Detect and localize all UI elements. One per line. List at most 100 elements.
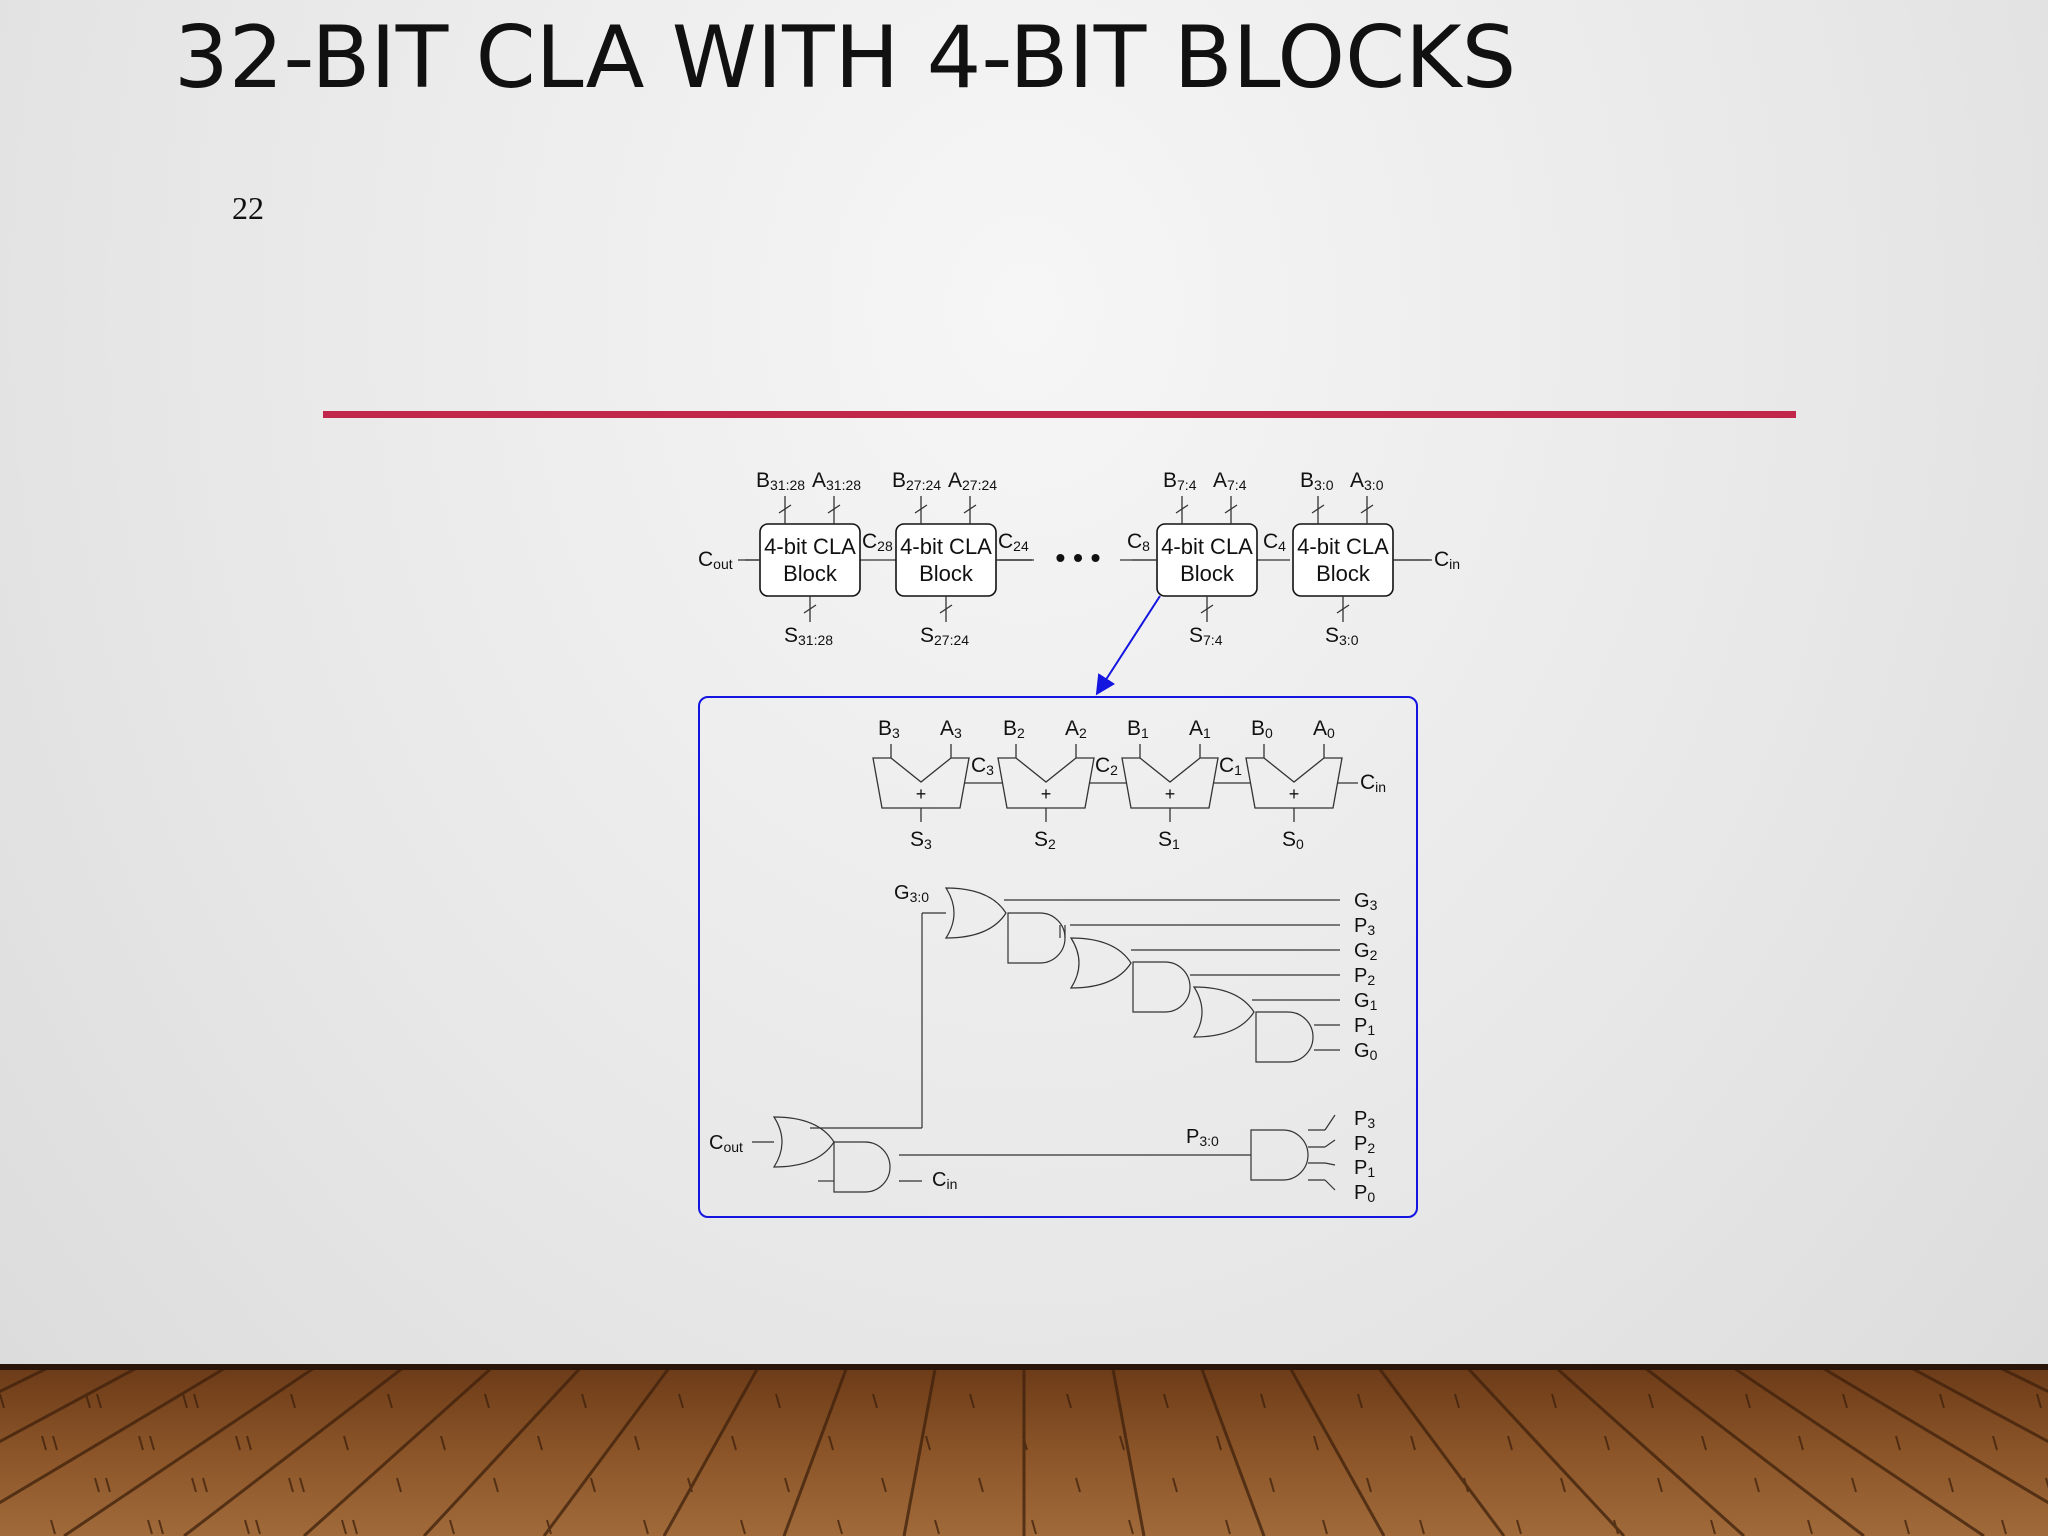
floor-board-joint [1992,1435,1998,1451]
floor-plank-seam [1286,1364,1386,1536]
floor-board-joint [352,1519,358,1535]
svg-text:4-bit CLA: 4-bit CLA [764,534,856,559]
floor-board-joint [2036,1393,2042,1409]
adder-labels: + + + + B3 A3 B2 A2 B1 A1 B0 A0 S3 S2 S1… [878,717,1386,852]
label-a2: A2 [1065,717,1087,741]
floor-board-joint [138,1435,144,1451]
floor-board-joint [934,1519,940,1535]
floor-board-joint [1560,1477,1566,1493]
floor-board-joint [687,1477,693,1493]
floor-board-joint [1357,1393,1363,1409]
floor-board-joint [1410,1435,1416,1451]
floor-board-joint [1604,1435,1610,1451]
floor-board-joint [1798,1435,1804,1451]
wood-floor [0,1364,2048,1536]
floor-plank-seam [902,1364,938,1536]
svg-text:Block: Block [783,561,838,586]
label-a27-24: A27:24 [948,469,997,493]
label-b1: B1 [1127,717,1149,741]
floor-board-joint [740,1519,746,1535]
label-c3: C3 [971,754,994,778]
floor-board-joint [158,1519,164,1535]
floor-board-joint [1613,1519,1619,1535]
label-b7-4: B7:4 [1163,469,1197,493]
floor-plank-seam [422,1364,586,1536]
label-a7-4: A7:4 [1213,469,1247,493]
adder-2 [997,757,1095,809]
floor-board-joint [341,1519,347,1535]
floor-board-joint [1022,1435,1028,1451]
and-gate-p30 [1250,1129,1309,1181]
cla-block-1: 4-bit CLA Block [895,523,997,597]
floor-board-joint [246,1435,252,1451]
floor-board-joint [493,1477,499,1493]
floor-board-joint [731,1435,737,1451]
label-b0: B0 [1251,717,1273,741]
floor-plank-seam [1903,1364,2048,1444]
floor-board-joint [1904,1519,1910,1535]
floor-board-joint [1745,1393,1751,1409]
floor-plank-seam [1727,1364,1985,1536]
label-s31-28: S31:28 [784,624,833,648]
floor-board-joint [1119,1435,1125,1451]
label-s0: S0 [1282,828,1304,852]
floor-board-joint [1031,1519,1037,1535]
label-a3-0: A3:0 [1350,469,1384,493]
floor-plank-seam [662,1364,762,1536]
floor-board-joint [105,1477,111,1493]
floor-board-joint [634,1435,640,1451]
floor-plank-seam [183,1364,409,1536]
floor-board-joint [1842,1393,1848,1409]
floor-board-joint [1710,1519,1716,1535]
floor-board-joint [235,1435,241,1451]
floor-board-joint [52,1435,58,1451]
floor-board-joint [343,1435,349,1451]
floor-board-joint [1313,1435,1319,1451]
floor-board-joint [96,1393,102,1409]
svg-text:4-bit CLA: 4-bit CLA [1161,534,1253,559]
cla-block-2: 4-bit CLA Block [1156,523,1258,597]
slide-title: 32-BIT CLA WITH 4-BIT BLOCKS [174,8,1517,108]
and-gate-p3 [1007,912,1066,964]
floor-board-joint [590,1477,596,1493]
label-a1: A1 [1189,717,1211,741]
floor-board-joint [775,1393,781,1409]
floor-board-joint [85,1393,91,1409]
adder-0 [1245,757,1343,809]
floor-board-joint [1225,1519,1231,1535]
detail-frame [698,696,1418,1218]
gp-labels: G3:0 G3 P3 G2 P2 G1 P1 G0 P3:0 P3 P2 P1 … [709,882,1378,1205]
floor-board-joint [387,1393,393,1409]
floor-board-joint [837,1519,843,1535]
label-c4: C4 [1263,530,1286,554]
floor-plank-seam [0,1364,145,1444]
floor-plank-seam [1110,1364,1146,1536]
floor-board-joint [1701,1435,1707,1451]
svg-text:+: + [1041,784,1052,804]
floor-board-joint [1551,1393,1557,1409]
label-cout-top: Cout [698,548,733,572]
floor-board-joint [1322,1519,1328,1535]
floor-board-joint [182,1393,188,1409]
label-gp-0: G3 [1354,890,1378,913]
cla-block-0: 4-bit CLA Block [759,523,861,597]
svg-text:Block: Block [1316,561,1371,586]
floor-board-joint [1463,1477,1469,1493]
and-gate-cin [833,1141,891,1193]
floor-board-joint [1648,1393,1654,1409]
floor-plank-seam [542,1364,674,1536]
floor-plank-seam [1198,1364,1266,1536]
label-a0: A0 [1313,717,1335,741]
svg-text:Block: Block [1180,561,1235,586]
label-s3: S3 [910,828,932,852]
label-b27-24: B27:24 [892,469,941,493]
floor-board-joint [969,1393,975,1409]
floor-board-joint [1948,1477,1954,1493]
floor-board-joint [828,1435,834,1451]
label-c1: C1 [1219,754,1242,778]
floor-board-joint [1851,1477,1857,1493]
floor-board-joint [925,1435,931,1451]
label-gp-1: P3 [1354,915,1375,938]
svg-text:Block: Block [919,561,974,586]
label-c28: C28 [862,530,893,554]
